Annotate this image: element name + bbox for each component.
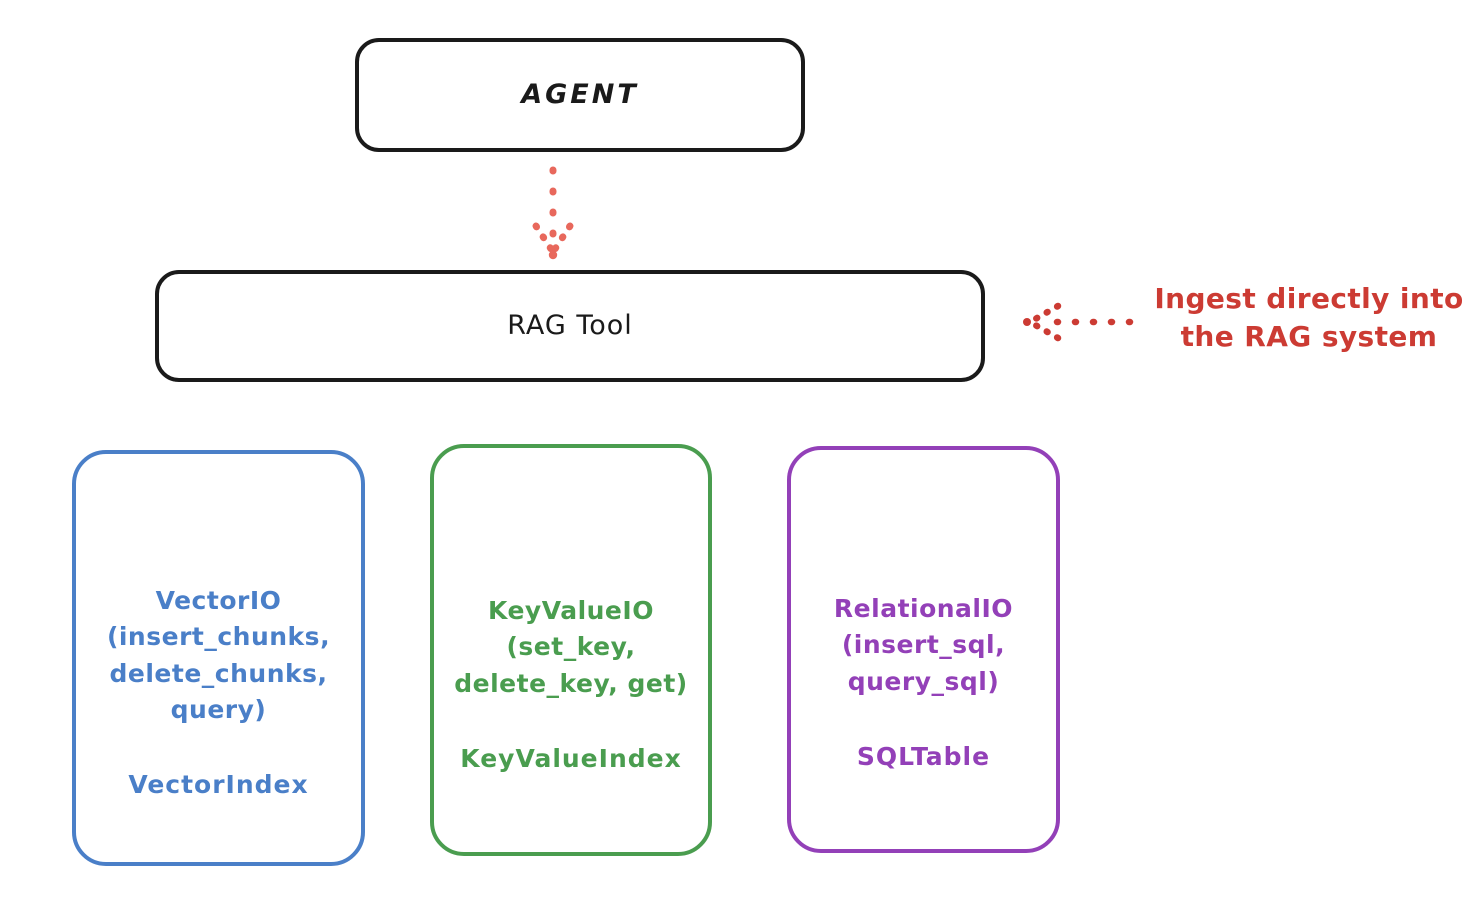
- arrow-ingest-to-rag-tool: [1023, 302, 1134, 342]
- annotation-ingest-label: Ingest directly into the RAG system: [1154, 282, 1464, 353]
- node-relational-io-table: SQLTable: [856, 741, 991, 771]
- node-rag-tool[interactable]: RAG Tool: [155, 270, 985, 382]
- arrow-agent-to-rag-tool: [532, 166, 574, 260]
- node-vector-io-methods: VectorIO (insert_chunks, delete_chunks, …: [106, 585, 331, 725]
- node-vector-io[interactable]: VectorIO (insert_chunks, delete_chunks, …: [72, 450, 365, 866]
- node-agent[interactable]: AGENT: [355, 38, 805, 152]
- node-key-value-io-methods: KeyValueIO (set_key, delete_key, get): [454, 595, 688, 698]
- node-agent-label: AGENT: [521, 79, 639, 111]
- node-relational-io-methods: RelationalIO (insert_sql, query_sql): [833, 593, 1014, 696]
- node-key-value-io-index: KeyValueIndex: [460, 743, 682, 773]
- node-relational-io-label: RelationalIO (insert_sql, query_sql) SQL…: [791, 554, 1056, 812]
- node-vector-io-index: VectorIndex: [128, 770, 309, 800]
- node-key-value-io[interactable]: KeyValueIO (set_key, delete_key, get) Ke…: [430, 444, 712, 856]
- node-rag-tool-label: RAG Tool: [507, 310, 633, 342]
- node-relational-io[interactable]: RelationalIO (insert_sql, query_sql) SQL…: [787, 446, 1060, 853]
- node-vector-io-label: VectorIO (insert_chunks, delete_chunks, …: [76, 546, 361, 840]
- node-key-value-io-label: KeyValueIO (set_key, delete_key, get) Ke…: [434, 556, 708, 814]
